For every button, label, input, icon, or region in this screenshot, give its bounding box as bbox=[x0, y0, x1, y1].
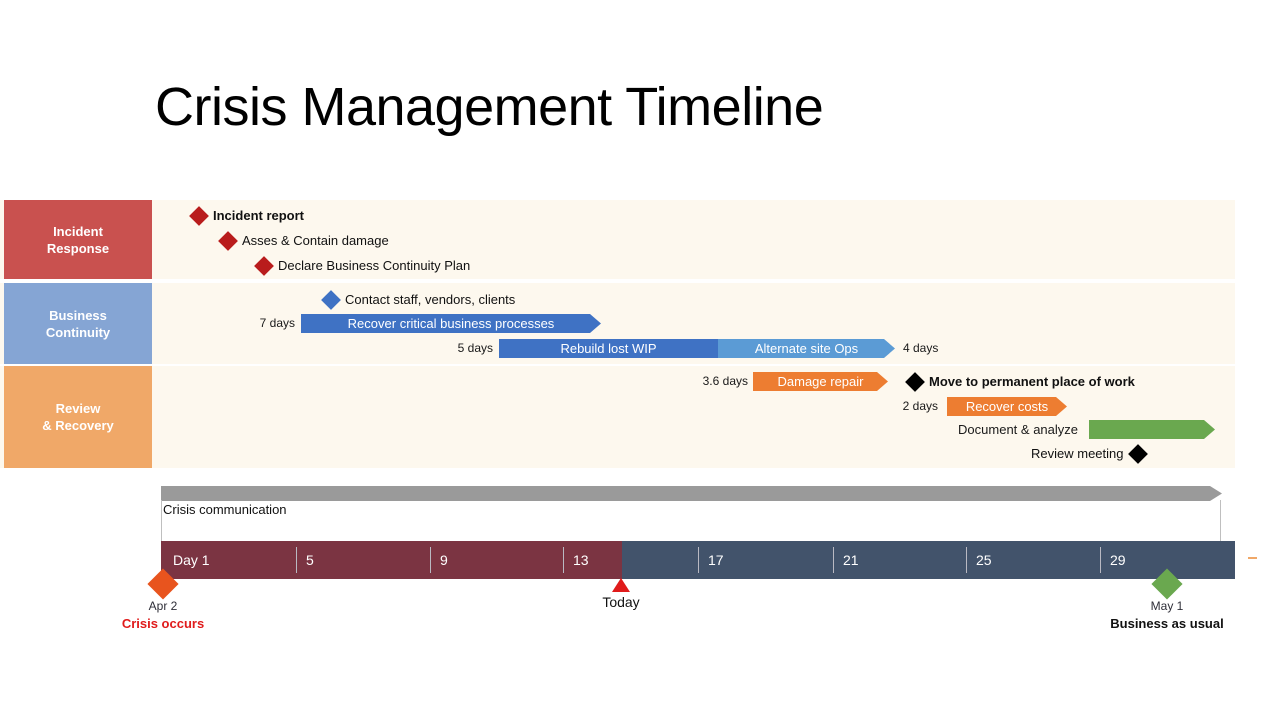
axis-tick-label-25: 25 bbox=[976, 552, 992, 568]
timeline-axis[interactable]: Day 1 5 9 13 17 21 25 29 bbox=[161, 541, 1235, 579]
axis-tick-label-17: 17 bbox=[708, 552, 724, 568]
swimlane-label-line1: Incident bbox=[53, 223, 103, 239]
axis-tick-mark bbox=[296, 547, 297, 573]
swimlane-label-incident-response[interactable]: Incident Response bbox=[4, 200, 152, 279]
swimlane-label-line2: Response bbox=[46, 240, 110, 256]
task-bar-rebuild-lost-wip[interactable]: Rebuild lost WIP bbox=[499, 339, 718, 358]
axis-edge-dash bbox=[1248, 557, 1257, 559]
axis-tick-label-9: 9 bbox=[440, 552, 448, 568]
axis-tick-label-day-1: Day 1 bbox=[173, 552, 210, 568]
axis-tick-label-5: 5 bbox=[306, 552, 314, 568]
swimlane-label-line2: Continuity bbox=[45, 324, 111, 340]
task-bar-recover-critical-business-processes[interactable]: Recover critical business processes bbox=[301, 314, 601, 333]
milestone-move-to-permanent-place-of-work[interactable]: Move to permanent place of work bbox=[905, 372, 1135, 392]
axis-tick-mark bbox=[833, 547, 834, 573]
task-bar-recover-costs[interactable]: Recover costs bbox=[947, 397, 1067, 416]
swimlane-band-incident-response bbox=[0, 200, 1235, 279]
date-marker-name: Crisis occurs bbox=[121, 616, 205, 631]
date-marker-name: Today bbox=[602, 594, 640, 610]
summary-connector-left bbox=[161, 500, 162, 542]
swimlane-label-line1: Business bbox=[49, 307, 107, 323]
milestone-declare-business-continuity-plan[interactable]: Declare Business Continuity Plan bbox=[254, 256, 471, 276]
axis-segment-future bbox=[622, 541, 1235, 579]
axis-tick-mark bbox=[698, 547, 699, 573]
milestone-label: Declare Business Continuity Plan bbox=[278, 258, 471, 273]
axis-tick-label-21: 21 bbox=[843, 552, 859, 568]
milestone-label: Review meeting bbox=[1031, 446, 1124, 461]
task-bar-label: Alternate site Ops bbox=[754, 341, 859, 356]
milestone-review-meeting[interactable]: Review meeting bbox=[1031, 444, 1148, 464]
diamond-icon bbox=[1127, 444, 1148, 464]
milestone-asses-contain-damage[interactable]: Asses & Contain damage bbox=[218, 231, 389, 251]
swimlane-label-line2: & Recovery bbox=[42, 418, 114, 433]
task-bar-alternate-site-ops[interactable]: Alternate site Ops bbox=[718, 339, 895, 358]
axis-tick-mark bbox=[966, 547, 967, 573]
duration-label-alternate-site-ops: 4 days bbox=[903, 341, 939, 355]
date-marker-crisis-occurs[interactable]: Apr 2 Crisis occurs bbox=[103, 568, 223, 631]
milestone-label: Incident report bbox=[213, 208, 305, 223]
milestone-contact-staff-vendors-clients[interactable]: Contact staff, vendors, clients bbox=[321, 290, 516, 310]
duration-label-recover-critical: 7 days bbox=[259, 316, 295, 330]
diamond-icon bbox=[218, 231, 238, 251]
milestone-label: Move to permanent place of work bbox=[929, 374, 1135, 389]
duration-label-rebuild-lost-wip: 5 days bbox=[457, 341, 493, 355]
axis-tick-mark bbox=[430, 547, 431, 573]
milestone-label: Asses & Contain damage bbox=[242, 233, 389, 248]
duration-label-recover-costs: 2 days bbox=[902, 399, 938, 413]
axis-tick-label-13: 13 bbox=[573, 552, 589, 568]
diamond-icon bbox=[321, 290, 341, 310]
date-marker-date: Apr 2 bbox=[148, 599, 178, 613]
task-bar-damage-repair[interactable]: Damage repair bbox=[753, 372, 888, 391]
milestone-incident-report[interactable]: Incident report bbox=[189, 206, 305, 226]
page-title: Crisis Management Timeline bbox=[155, 77, 824, 137]
swimlane-label-review-recovery[interactable]: Review & Recovery bbox=[4, 366, 152, 468]
task-bar-label: Rebuild lost WIP bbox=[560, 341, 657, 356]
task-bar-label: Recover costs bbox=[965, 399, 1049, 414]
duration-label-damage-repair: 3.6 days bbox=[702, 374, 748, 388]
swimlane-label-business-continuity[interactable]: Business Continuity bbox=[4, 283, 152, 364]
task-label-document-analyze: Document & analyze bbox=[958, 422, 1078, 437]
summary-connector-right bbox=[1220, 500, 1221, 542]
diamond-icon bbox=[905, 372, 925, 392]
milestone-label: Contact staff, vendors, clients bbox=[345, 292, 516, 307]
triangle-up-icon bbox=[612, 578, 630, 592]
date-marker-date: May 1 bbox=[1150, 599, 1184, 613]
diamond-icon bbox=[254, 256, 274, 276]
swimlane-band-review-recovery bbox=[0, 366, 1235, 468]
axis-tick-label-29: 29 bbox=[1110, 552, 1126, 568]
axis-tick-mark bbox=[1100, 547, 1101, 573]
date-marker-business-as-usual[interactable]: May 1 Business as usual bbox=[1087, 568, 1247, 631]
axis-segment-past bbox=[161, 541, 622, 579]
diamond-icon bbox=[1151, 568, 1183, 600]
summary-bar-label: Crisis communication bbox=[163, 502, 287, 517]
summary-bar-crisis-communication[interactable] bbox=[161, 486, 1222, 501]
diamond-icon bbox=[147, 568, 179, 600]
swimlane-label-line1: Review bbox=[55, 401, 101, 416]
date-marker-today[interactable]: Today bbox=[576, 578, 666, 610]
task-bar-label: Damage repair bbox=[777, 374, 864, 389]
task-bar-label: Recover critical business processes bbox=[347, 316, 555, 331]
date-marker-name: Business as usual bbox=[1110, 616, 1224, 631]
diamond-icon bbox=[189, 206, 209, 226]
axis-tick-mark bbox=[563, 547, 564, 573]
task-bar-document-analyze[interactable] bbox=[1089, 420, 1215, 439]
